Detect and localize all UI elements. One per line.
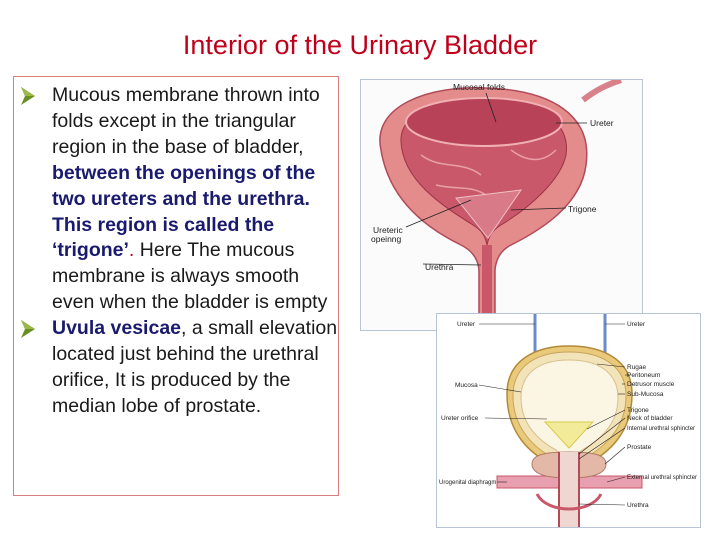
- bladder-section-figure: Ureter Ureter Mucosa Ureter orifice Urog…: [436, 313, 701, 528]
- label-ureter-right: Ureter: [627, 321, 646, 328]
- bullet-list: Mucous membrane thrown into folds except…: [18, 83, 338, 420]
- label-neck-of-bladder: Neck of bladder: [627, 415, 673, 422]
- bladder-interior-figure: Mucosal folds Ureter Trigone Ureteric op…: [360, 77, 643, 331]
- bullet-1-text-strong: between the openings of the two ureters …: [52, 161, 316, 262]
- label-peritoneum: Peritoneum: [627, 372, 660, 379]
- slide-title: Interior of the Urinary Bladder: [182, 30, 538, 60]
- label-submucosa: Sub-Mucosa: [627, 391, 664, 398]
- label-external-urethral-sphincter: External urethral sphincter: [627, 475, 697, 481]
- bladder-interior-illustration: Mucosal folds Ureter Trigone Ureteric op…: [371, 77, 622, 326]
- label-ureteric-opening-1: Ureteric: [373, 225, 404, 235]
- label-trigone: Trigone: [627, 407, 649, 414]
- label-ureter-orifice: Ureter orifice: [441, 415, 479, 422]
- bullet-1-text-period: .: [128, 239, 135, 262]
- label-urogenital-diaphragm: Urogenital diaphragm: [439, 480, 496, 486]
- label-urethra: Urethra: [425, 262, 454, 272]
- label-mucosal-folds: Mucosal folds: [453, 82, 505, 92]
- bullet-item-uvula: Uvula vesicae, a small elevation located…: [18, 316, 338, 420]
- label-mucosa: Mucosa: [455, 382, 478, 389]
- bullet-2-text-strong: Uvula vesicae: [52, 317, 182, 340]
- label-urethra: Urethra: [627, 502, 649, 509]
- label-ureter-left: Ureter: [457, 321, 476, 328]
- label-internal-urethral-sphincter: Internal urethral sphincter: [627, 426, 695, 432]
- bullet-1-text-b: Here The mucous membrane is always smoot…: [52, 239, 328, 314]
- bullet-text-box: Mucous membrane thrown into folds except…: [13, 76, 339, 496]
- bullet-1-text-a: Mucous membrane thrown into folds except…: [52, 84, 320, 158]
- arrow-bullet-icon: [21, 87, 35, 105]
- arrow-bullet-icon: [21, 320, 35, 339]
- bladder-section-illustration: Ureter Ureter Mucosa Ureter orifice Urog…: [439, 314, 697, 527]
- bullet-2-text-a: , a small elevation located just behind …: [52, 317, 338, 417]
- label-trigone: Trigone: [568, 204, 597, 214]
- label-detrusor-muscle: Detrusor muscle: [627, 381, 675, 388]
- label-ureter: Ureter: [590, 118, 614, 128]
- label-ureteric-opening-2: opeinng: [371, 234, 402, 244]
- bullet-item-trigone: Mucous membrane thrown into folds except…: [18, 83, 338, 316]
- label-rugae: Rugae: [627, 364, 647, 371]
- label-prostate: Prostate: [627, 444, 652, 451]
